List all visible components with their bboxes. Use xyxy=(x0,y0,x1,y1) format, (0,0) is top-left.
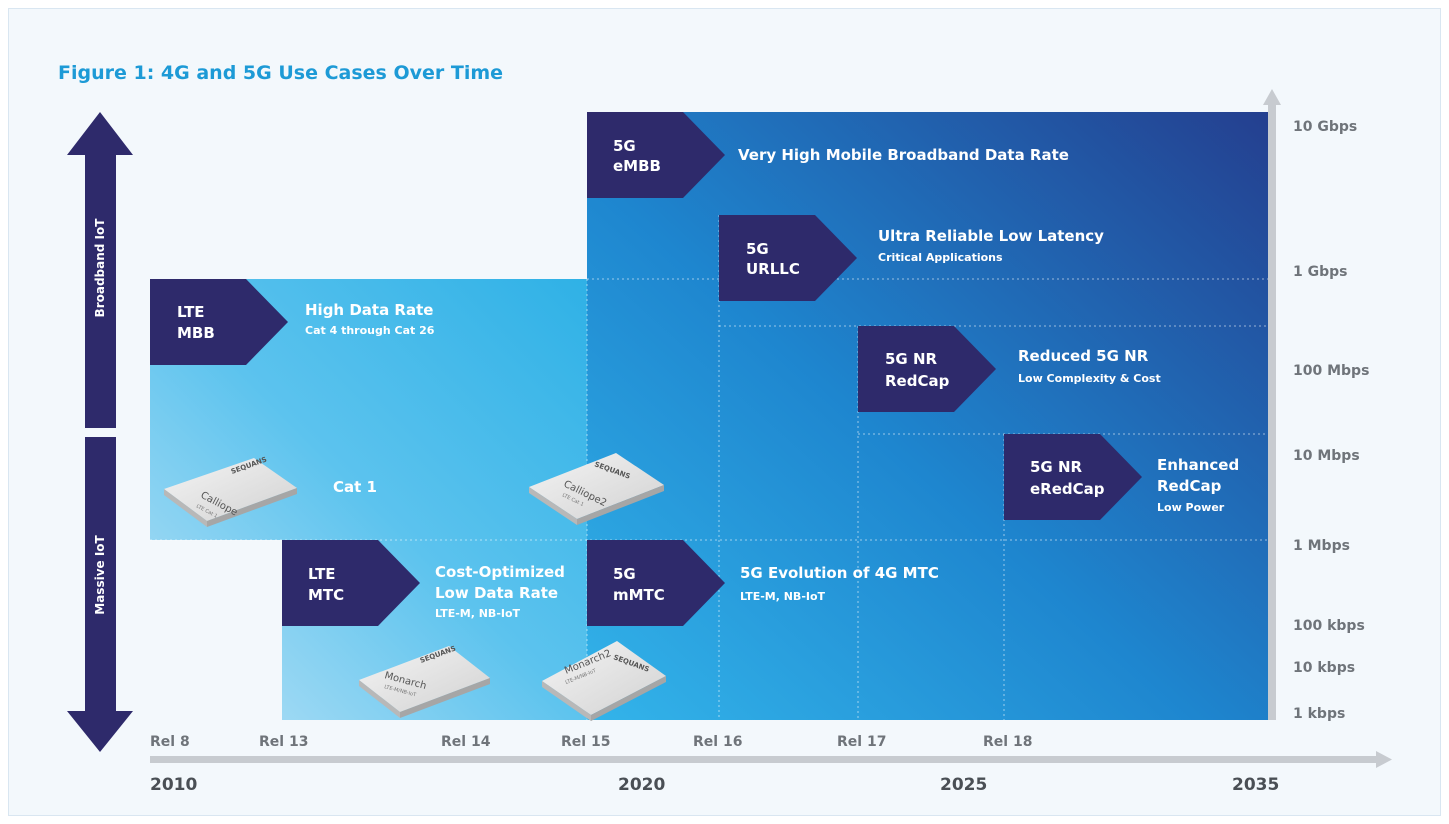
tag-label: RedCap xyxy=(885,372,950,390)
tag-label: MTC xyxy=(308,586,344,604)
year-label: 2020 xyxy=(618,775,665,795)
figure-title: Figure 1: 4G and 5G Use Cases Over Time xyxy=(58,62,504,84)
tag-label: 5G xyxy=(746,240,769,258)
monarch2-chip: SEQUANS Monarch2 LTE-M/NB-IoT xyxy=(542,641,666,721)
release-label: Rel 17 xyxy=(837,734,886,750)
5g-urllc-tag xyxy=(719,215,857,301)
year-label: 2025 xyxy=(940,775,987,795)
tag-label: 5G xyxy=(613,137,636,155)
lte-mbb-tag xyxy=(150,279,288,365)
use-case-subtitle: LTE-M, NB-IoT xyxy=(435,607,521,620)
5g-region xyxy=(587,112,1268,720)
rate-tick: 100 kbps xyxy=(1293,618,1365,634)
5g-embb-tag xyxy=(587,112,725,198)
massive-iot-label: Massive IoT xyxy=(93,534,107,614)
5g-nr-eredcap-tag xyxy=(1004,434,1142,520)
use-case-title: Ultra Reliable Low Latency xyxy=(878,227,1104,245)
5g-nr-redcap-tag xyxy=(858,326,996,412)
rate-tick: 100 Mbps xyxy=(1293,363,1369,379)
year-label: 2010 xyxy=(150,775,197,795)
tag-label: LTE xyxy=(308,565,336,583)
tag-label: 5G xyxy=(613,565,636,583)
use-case-title: 5G Evolution of 4G MTC xyxy=(740,564,939,582)
lte-region xyxy=(150,279,587,720)
use-case-subtitle: Low Power xyxy=(1157,501,1225,514)
lte-mtc-tag xyxy=(282,540,420,626)
cat1-label: Cat 1 xyxy=(333,478,377,496)
tag-label: 5G NR xyxy=(885,350,938,368)
tag-label: MBB xyxy=(177,324,215,342)
rate-tick: 10 Gbps xyxy=(1293,119,1357,135)
time-axis xyxy=(150,751,1392,768)
rate-tick: 10 kbps xyxy=(1293,660,1355,676)
tag-label: URLLC xyxy=(746,260,800,278)
use-case-title: Cost-Optimized xyxy=(435,563,565,581)
5g-mmtc-tag xyxy=(587,540,725,626)
data-rate-axis xyxy=(1263,89,1281,720)
use-case-title: High Data Rate xyxy=(305,301,433,319)
year-label: 2035 xyxy=(1232,775,1279,795)
rate-tick: 1 Mbps xyxy=(1293,538,1350,554)
rate-tick: 1 kbps xyxy=(1293,706,1345,722)
rate-tick: 10 Mbps xyxy=(1293,448,1360,464)
tag-label: mMTC xyxy=(613,586,665,604)
calliope-chip: SEQUANS Calliope LTE Cat 1 xyxy=(164,456,297,527)
use-case-title: Reduced 5G NR xyxy=(1018,347,1149,365)
release-label: Rel 15 xyxy=(561,734,610,750)
use-case-title: RedCap xyxy=(1157,477,1222,495)
release-label: Rel 18 xyxy=(983,734,1032,750)
use-case-title: Low Data Rate xyxy=(435,584,558,602)
use-case-subtitle: Critical Applications xyxy=(878,251,1003,264)
release-label: Rel 16 xyxy=(693,734,742,750)
tag-label: eMBB xyxy=(613,157,661,175)
rate-tick: 1 Gbps xyxy=(1293,264,1347,280)
use-case-subtitle: LTE-M, NB-IoT xyxy=(740,590,826,603)
monarch-chip: SEQUANS Monarch LTE-M/NB-IoT xyxy=(359,645,490,718)
tag-label: 5G NR xyxy=(1030,458,1083,476)
tag-label: eRedCap xyxy=(1030,480,1105,498)
iot-type-arrow xyxy=(67,112,133,752)
release-label: Rel 14 xyxy=(441,734,491,750)
broadband-iot-label: Broadband IoT xyxy=(93,218,107,318)
use-case-title: Very High Mobile Broadband Data Rate xyxy=(738,146,1069,164)
use-case-title: Enhanced xyxy=(1157,456,1239,474)
use-case-subtitle: Cat 4 through Cat 26 xyxy=(305,324,435,337)
release-label: Rel 13 xyxy=(259,734,308,750)
use-case-subtitle: Low Complexity & Cost xyxy=(1018,372,1161,385)
release-label: Rel 8 xyxy=(150,734,190,750)
calliope2-chip: SEQUANS Calliope2 LTE Cat 1 xyxy=(529,453,664,525)
tag-label: LTE xyxy=(177,303,205,321)
